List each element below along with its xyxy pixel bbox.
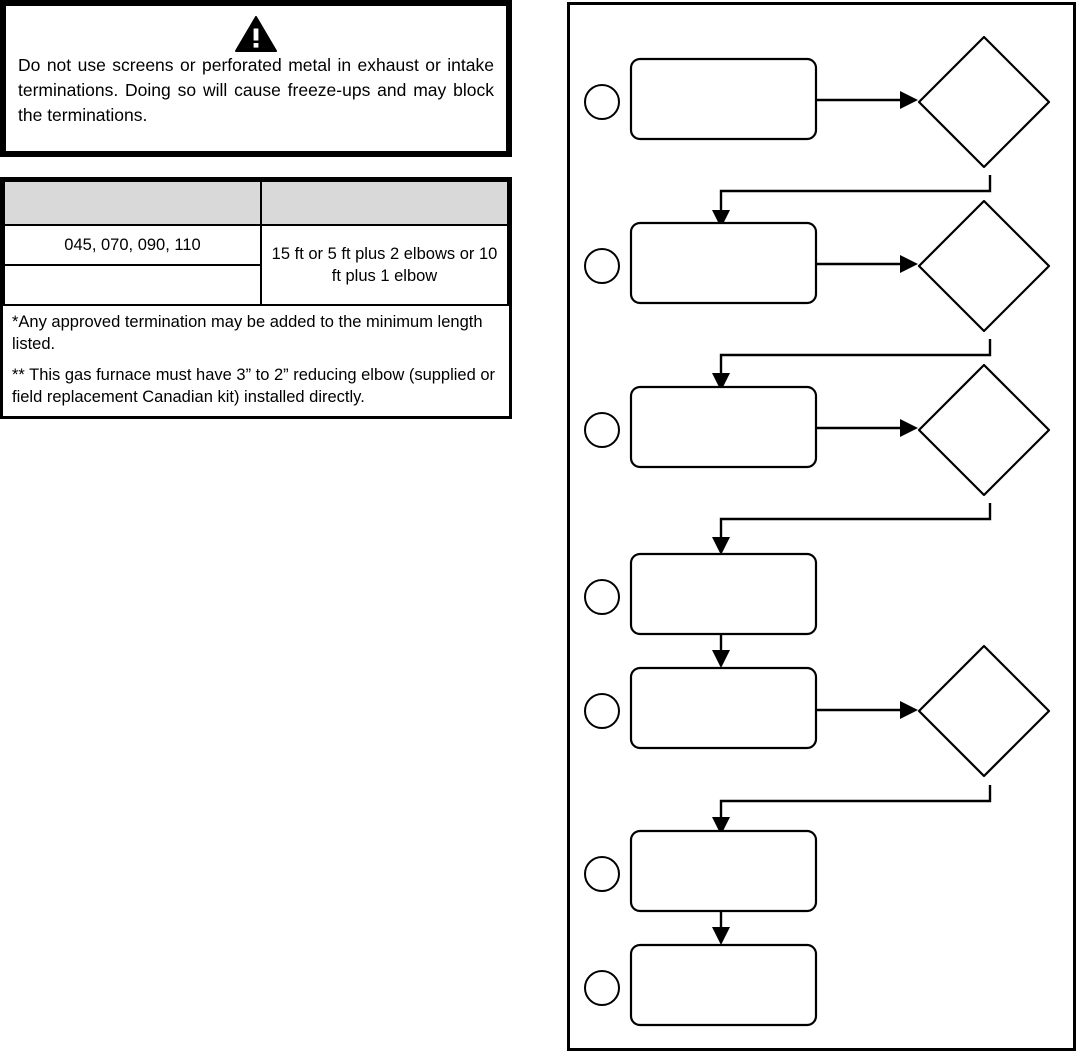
cell-models-row1: 045, 070, 090, 110	[3, 224, 262, 266]
warning-callout-body: Do not use screens or perforated metal i…	[6, 6, 506, 151]
cell-length-merged: 15 ft or 5 ft plus 2 elbows or 10 ft plu…	[260, 224, 509, 306]
decision-diamond-2[interactable]	[917, 199, 1051, 333]
flow-step-4[interactable]	[584, 552, 818, 636]
footnote-1: *Any approved termination may be added t…	[12, 313, 483, 353]
connector-box4-to-box5	[712, 633, 730, 668]
step-bullet-2[interactable]	[584, 248, 620, 284]
vent-length-table-grid: 045, 070, 090, 110 15 ft or 5 ft plus 2 …	[3, 180, 509, 416]
warning-callout: Do not use screens or perforated metal i…	[0, 0, 512, 157]
process-box-7[interactable]	[629, 943, 818, 1027]
decision-diamond-3[interactable]	[917, 363, 1051, 497]
connector-decision2-to-box3	[712, 339, 992, 391]
process-box-4[interactable]	[629, 552, 818, 636]
flow-step-1[interactable]	[584, 35, 1051, 169]
process-box-5[interactable]	[629, 666, 818, 750]
process-box-2[interactable]	[629, 221, 818, 305]
table-header-row	[3, 180, 509, 226]
table-footnote-row: *Any approved termination may be added t…	[4, 304, 508, 416]
vent-length-table: 045, 070, 090, 110 15 ft or 5 ft plus 2 …	[0, 177, 512, 419]
flowchart-canvas	[584, 35, 1051, 1027]
process-box-1[interactable]	[629, 57, 818, 141]
connector-box3-to-decision3	[816, 419, 918, 437]
connector-decision1-to-box2	[712, 175, 992, 228]
step-bullet-7[interactable]	[584, 970, 620, 1006]
table-header-length	[260, 180, 509, 226]
table-footnotes: *Any approved termination may be added t…	[4, 304, 508, 416]
connector-decision5-to-box6	[712, 785, 992, 835]
connector-box6-to-box7	[712, 911, 730, 945]
connector-box1-to-decision1	[816, 91, 918, 109]
connector-decision3-to-box4	[712, 503, 992, 555]
footnote-2: ** This gas furnace must have 3” to 2” r…	[12, 366, 496, 406]
flow-step-7[interactable]	[584, 943, 818, 1027]
step-bullet-3[interactable]	[584, 412, 620, 448]
connector-box5-to-decision5	[816, 701, 918, 719]
warning-message: Do not use screens or perforated metal i…	[18, 55, 494, 125]
process-box-6[interactable]	[629, 829, 818, 913]
connector-box2-to-decision2	[816, 255, 918, 273]
decision-diamond-5[interactable]	[917, 644, 1051, 778]
warning-triangle-icon	[235, 16, 277, 52]
step-bullet-5[interactable]	[584, 693, 620, 729]
flow-step-2[interactable]	[584, 199, 1051, 333]
warning-icon-row	[18, 14, 494, 52]
decision-diamond-1[interactable]	[917, 35, 1051, 169]
flow-step-5[interactable]	[584, 644, 1051, 778]
table-header-models	[3, 180, 262, 226]
step-bullet-6[interactable]	[584, 856, 620, 892]
table-row: 045, 070, 090, 110 15 ft or 5 ft plus 2 …	[3, 224, 509, 306]
process-box-3[interactable]	[629, 385, 818, 469]
table-row	[3, 264, 508, 306]
step-bullet-4[interactable]	[584, 579, 620, 615]
flow-step-3[interactable]	[584, 363, 1051, 497]
flow-step-6[interactable]	[584, 829, 818, 913]
cell-models-row2	[3, 264, 262, 306]
flowchart-panel	[567, 2, 1076, 1051]
step-bullet-1[interactable]	[584, 84, 620, 120]
